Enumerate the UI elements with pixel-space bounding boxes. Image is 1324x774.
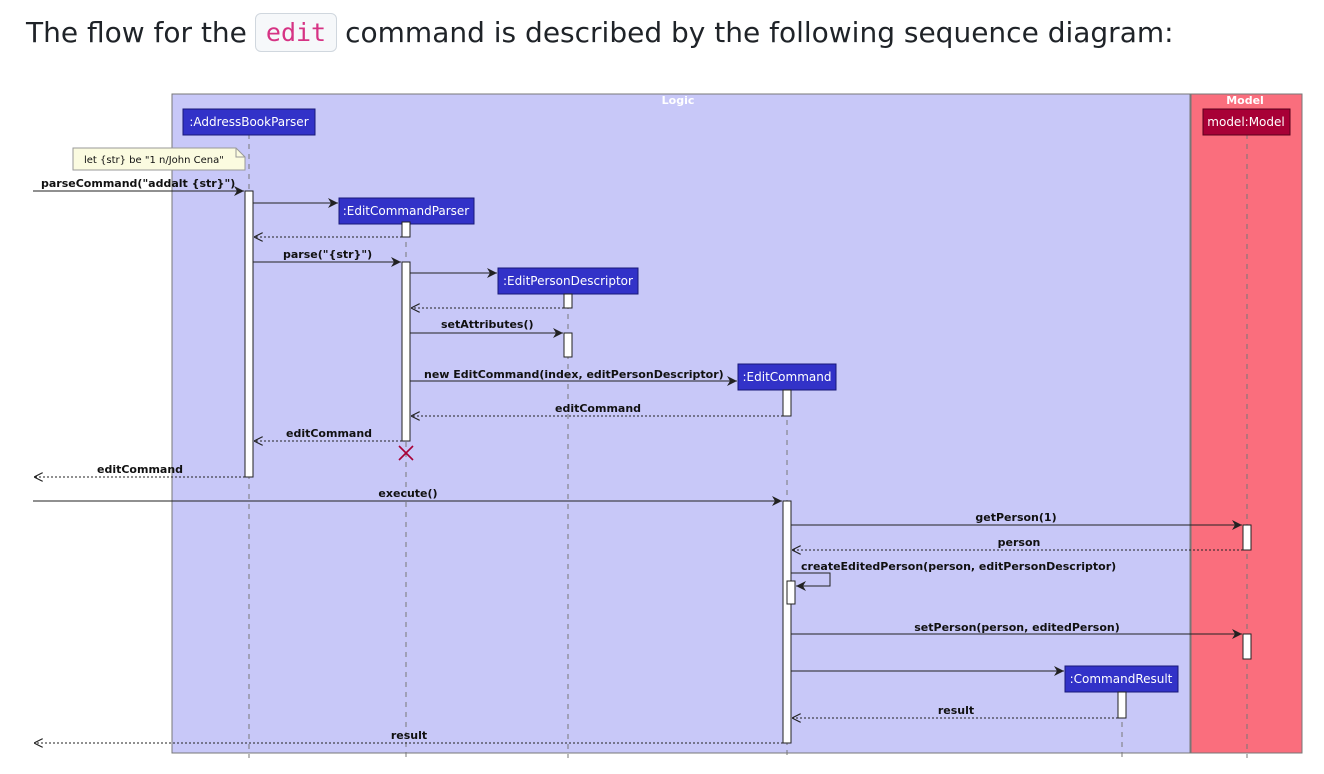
note-text: let {str} be "1 n/John Cena": [84, 155, 224, 166]
participant-model-label: model:Model: [1207, 115, 1284, 129]
msg-createeditedperson-arrow: [791, 572, 831, 591]
msg-editcommand-return2-label: editCommand: [286, 427, 372, 440]
participant-addressbookparser: [182, 108, 316, 136]
participant-editcommand: [737, 363, 837, 391]
msg-person-return-label: person: [998, 536, 1041, 549]
activation-parser: [244, 190, 254, 478]
participant-editcommandparser: [338, 197, 475, 225]
msg-getperson-label: getPerson(1): [975, 511, 1056, 524]
activation-ec-2: [782, 500, 792, 744]
msg-result-return1-label: result: [938, 704, 974, 717]
msg-setattributes-label: setAttributes(): [441, 318, 534, 331]
activation-ec-1: [782, 389, 792, 417]
msg-createeditedperson-label: createEditedPerson(person, editPersonDes…: [801, 560, 1116, 573]
inline-code-edit: edit: [254, 12, 338, 52]
msg-editcommand-return1-label: editCommand: [555, 402, 641, 415]
note-fold: [235, 148, 245, 158]
msg-parsecommand-label: parseCommand("addalt {str}"): [41, 177, 235, 190]
participant-model: [1202, 108, 1291, 136]
activation-model-1: [1242, 524, 1252, 551]
destroy-mark-ecp: [398, 445, 414, 461]
participant-editpersondescriptor-label: :EditPersonDescriptor: [503, 274, 633, 288]
participant-commandresult-label: :CommandResult: [1070, 672, 1173, 686]
activation-bars: [244, 190, 1252, 744]
activation-epd-1: [563, 293, 573, 309]
participant-commandresult: [1064, 665, 1179, 693]
activation-ecp-1: [401, 221, 411, 238]
participant-editcommandparser-label: :EditCommandParser: [343, 204, 470, 218]
activation-ec-nested: [786, 580, 796, 605]
intro-text-after: command is described by the following se…: [345, 15, 1174, 49]
activation-cr: [1117, 691, 1127, 719]
participant-editcommand-label: :EditCommand: [743, 370, 832, 384]
note-box: [72, 147, 246, 171]
model-package-title: Model: [1226, 94, 1264, 107]
msg-new-editcommand-label: new EditCommand(index, editPersonDescrip…: [424, 368, 724, 381]
intro-sentence: The flow for the edit command is describ…: [26, 8, 1174, 56]
msg-editcommand-return3-label: editCommand: [97, 463, 183, 476]
msg-execute-label: execute(): [378, 487, 437, 500]
activation-epd-2: [563, 332, 573, 358]
logic-package: [171, 93, 1191, 754]
intro-text-before: The flow for the: [26, 15, 247, 49]
msg-result-return2-label: result: [391, 729, 427, 742]
msg-parse-label: parse("{str}"): [283, 248, 372, 261]
logic-package-title: Logic: [662, 94, 695, 107]
participant-addressbookparser-label: :AddressBookParser: [189, 115, 308, 129]
activation-model-2: [1242, 633, 1252, 660]
activation-ecp-2: [401, 261, 411, 442]
msg-setperson-label: setPerson(person, editedPerson): [914, 621, 1120, 634]
